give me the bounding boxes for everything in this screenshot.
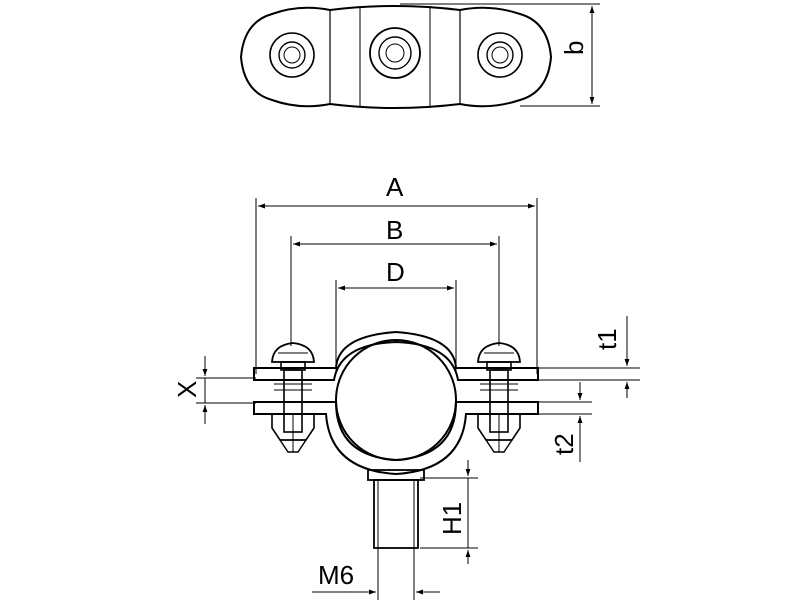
label-H1: H1: [437, 502, 467, 535]
pipe-circle: [335, 339, 457, 461]
clamp-top-outline: [239, 5, 553, 109]
label-X: X: [172, 381, 202, 398]
lower-band: [253, 401, 539, 476]
label-B: B: [386, 215, 403, 245]
front-view: A B D: [172, 172, 640, 600]
top-view: b: [239, 3, 600, 109]
right-screw: [477, 342, 521, 453]
label-M6: M6: [318, 560, 354, 590]
left-screw: [271, 342, 315, 453]
label-t1: t1: [592, 328, 622, 350]
right-hole: [477, 32, 523, 78]
label-b: b: [559, 41, 589, 55]
threaded-socket: [367, 469, 425, 549]
center-hole: [369, 27, 421, 79]
label-D: D: [386, 257, 405, 287]
label-A: A: [386, 172, 404, 202]
left-hole: [269, 32, 315, 78]
label-t2: t2: [549, 433, 579, 455]
